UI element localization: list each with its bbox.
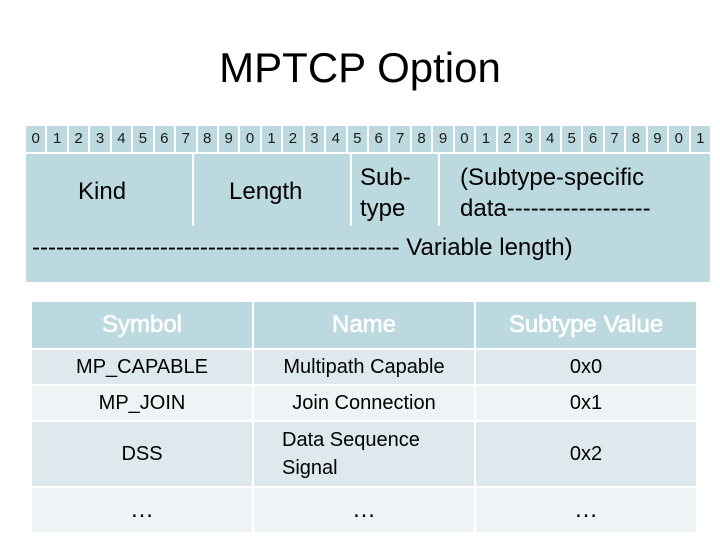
bit-label: 4 [111, 126, 132, 152]
column-header-name: Name [252, 300, 476, 350]
table-row: MP_JOIN Join Connection 0x1 [30, 384, 698, 422]
bit-label: 6 [369, 126, 389, 152]
field-subtype: Sub- type [360, 164, 411, 222]
bit-label: 2 [68, 126, 89, 152]
bit-label: 5 [133, 126, 153, 152]
bit-label: 1 [47, 126, 67, 152]
column-header-subtype-value: Subtype Value [474, 300, 698, 350]
table-row: … … … [30, 486, 698, 534]
name-cell: Data Sequence Signal [252, 420, 476, 488]
value-cell: 0x0 [474, 348, 698, 386]
name-cell: … [252, 486, 476, 534]
bit-label: 3 [519, 126, 539, 152]
option-header-format: Kind Length Sub- type (Subtype-specific … [26, 154, 710, 282]
bit-label: 2 [283, 126, 303, 152]
table-row: MP_CAPABLE Multipath Capable 0x0 [30, 348, 698, 386]
bit-label: 0 [669, 126, 689, 152]
value-cell: … [474, 486, 698, 534]
bit-label: 3 [90, 126, 110, 152]
symbol-cell: MP_CAPABLE [30, 348, 254, 386]
bit-label: 5 [347, 126, 367, 152]
field-divider [438, 154, 440, 226]
bit-label: 8 [626, 126, 646, 152]
field-divider [192, 154, 194, 226]
field-kind: Kind [78, 178, 127, 205]
subtype-table: Symbol Name Subtype Value MP_CAPABLE Mul… [30, 300, 698, 534]
bit-label: 6 [583, 126, 603, 152]
field-length: Length [229, 178, 303, 205]
table-header-row: Symbol Name Subtype Value [30, 300, 698, 350]
bit-label: 1 [261, 126, 282, 152]
bit-label: 5 [561, 126, 582, 152]
bit-label: 0 [240, 126, 260, 152]
column-header-symbol: Symbol [30, 300, 254, 350]
bit-label: 1 [476, 126, 496, 152]
field-divider [350, 154, 352, 226]
bit-label: 7 [390, 126, 410, 152]
bit-label: 9 [433, 126, 453, 152]
symbol-cell: DSS [30, 420, 254, 488]
bit-label: 4 [540, 126, 560, 152]
bit-label: 3 [304, 126, 325, 152]
name-cell: Multipath Capable [252, 348, 476, 386]
symbol-cell: … [30, 486, 254, 534]
bit-label: 0 [26, 126, 46, 152]
bit-label: 7 [176, 126, 196, 152]
table-row: DSS Data Sequence Signal 0x2 [30, 420, 698, 488]
bit-label: 7 [604, 126, 625, 152]
value-cell: 0x2 [474, 420, 698, 488]
bit-label: 2 [497, 126, 518, 152]
symbol-cell: MP_JOIN [30, 384, 254, 422]
bit-label: 1 [690, 126, 710, 152]
value-cell: 0x1 [474, 384, 698, 422]
bit-label: 0 [454, 126, 475, 152]
name-cell: Join Connection [252, 384, 476, 422]
field-subtype-specific: (Subtype-specific data------------------ [460, 164, 651, 222]
bit-label: 8 [411, 126, 432, 152]
slide-title: MPTCP Option [219, 44, 501, 91]
bit-label: 4 [326, 126, 346, 152]
bit-label: 9 [647, 126, 668, 152]
bit-label: 8 [197, 126, 217, 152]
field-variable-length: ----------------------------------------… [32, 234, 573, 261]
bit-label: 9 [218, 126, 239, 152]
bit-label: 6 [154, 126, 175, 152]
